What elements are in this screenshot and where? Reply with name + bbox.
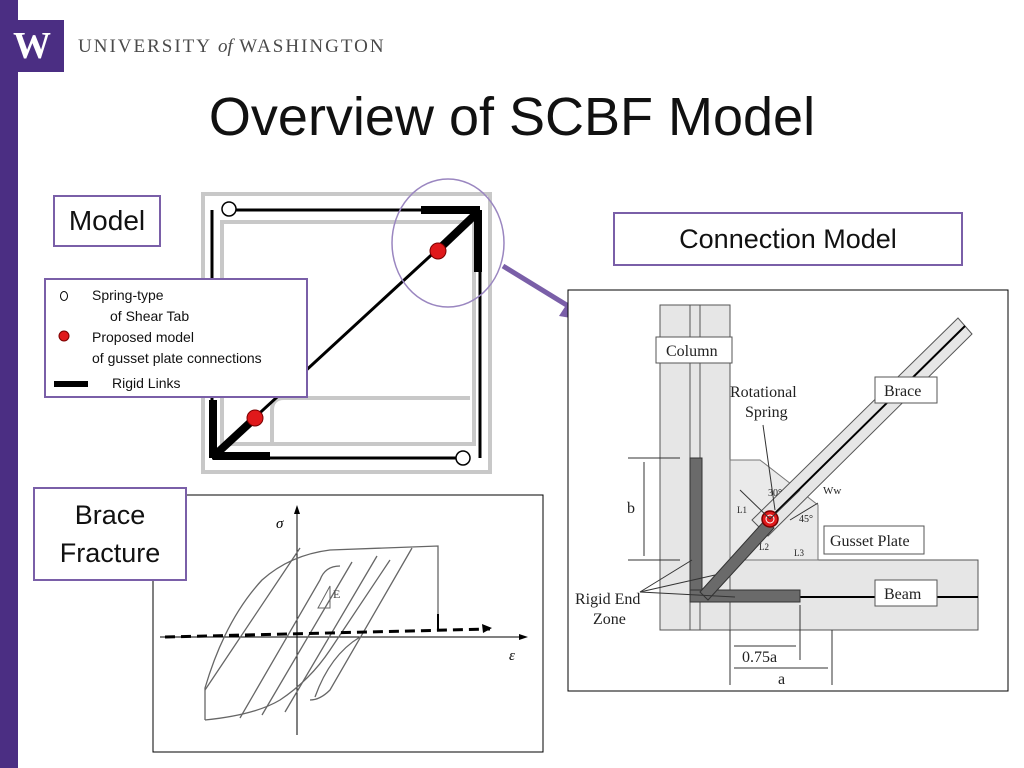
dimension-a: a	[778, 671, 785, 688]
university-of: of	[218, 36, 233, 57]
sidebar-stripe	[0, 0, 18, 768]
connection-model-label: Connection Model	[613, 212, 963, 266]
frame-model-diagram	[201, 178, 505, 474]
rigid-end-zones	[689, 457, 801, 603]
hysteresis-plot: σ ε E	[152, 494, 544, 753]
brace-fracture-line1: Brace	[74, 500, 146, 530]
column-label: Column	[666, 343, 718, 360]
logo-letter: W	[13, 25, 51, 67]
angle-45: 45°	[799, 514, 813, 525]
fracture-path	[164, 627, 491, 639]
connection-model-label-text: Connection Model	[679, 224, 897, 254]
legend-spring-line2: of Shear Tab	[110, 308, 190, 324]
rigid-end-line2: Zone	[593, 611, 626, 628]
l1-label: L1	[737, 505, 747, 515]
angle-30: 30°	[768, 488, 782, 499]
rotational-spring-line1: Rotational	[730, 384, 797, 401]
modulus-label: E	[333, 587, 340, 601]
brace-label: Brace	[884, 383, 921, 400]
legend-proposed-line2: of gusset plate connections	[92, 350, 262, 366]
legend-spring-icon	[60, 291, 68, 301]
university-suffix: WASHINGTON	[239, 36, 386, 57]
connection-highlight-circle	[391, 178, 505, 308]
dimension-b: b	[627, 500, 635, 517]
model-label-text: Model	[68, 205, 146, 236]
l3-label: L3	[794, 548, 804, 558]
university-name: UNIVERSITY of WASHINGTON	[78, 36, 386, 58]
brace-fracture-line2: Fracture	[59, 538, 161, 568]
slide-title: Overview of SCBF Model	[208, 87, 816, 147]
legend-rigid-icon	[54, 381, 88, 387]
rigid-end-line1: Rigid End	[575, 591, 640, 608]
gusset-node-bottom-left	[246, 409, 264, 427]
modulus-triangle	[317, 585, 331, 609]
brace-fracture-label: Brace Fracture	[33, 487, 187, 581]
epsilon-axis-label: ε	[509, 648, 515, 664]
rotational-spring-line2: Spring	[745, 404, 788, 421]
uw-logo: W	[0, 20, 64, 72]
gusset-plate-label: Gusset Plate	[830, 533, 910, 550]
shear-tab-node-bottom-right	[455, 450, 471, 466]
connection-detail-diagram: Column Brace Beam Gusset Plate Rotationa…	[567, 289, 1009, 692]
model-label: Model	[53, 195, 161, 247]
legend-red-node-icon	[58, 330, 70, 342]
dimension-075a: 0.75a	[742, 649, 777, 666]
beam-label: Beam	[884, 586, 922, 603]
legend-spring-line1: Spring-type	[92, 287, 164, 303]
legend-box: Spring-type of Shear Tab Proposed model …	[44, 278, 308, 398]
shear-tab-node-top-left	[221, 201, 237, 217]
ww-label: Ww	[823, 485, 841, 497]
l2-label: L2	[759, 542, 769, 552]
legend-proposed-line1: Proposed model	[92, 329, 194, 345]
legend-rigid-label: Rigid Links	[112, 375, 181, 391]
sigma-axis-label: σ	[276, 516, 284, 532]
university-prefix: UNIVERSITY	[78, 36, 212, 57]
gusset-node-top-right	[429, 242, 447, 260]
